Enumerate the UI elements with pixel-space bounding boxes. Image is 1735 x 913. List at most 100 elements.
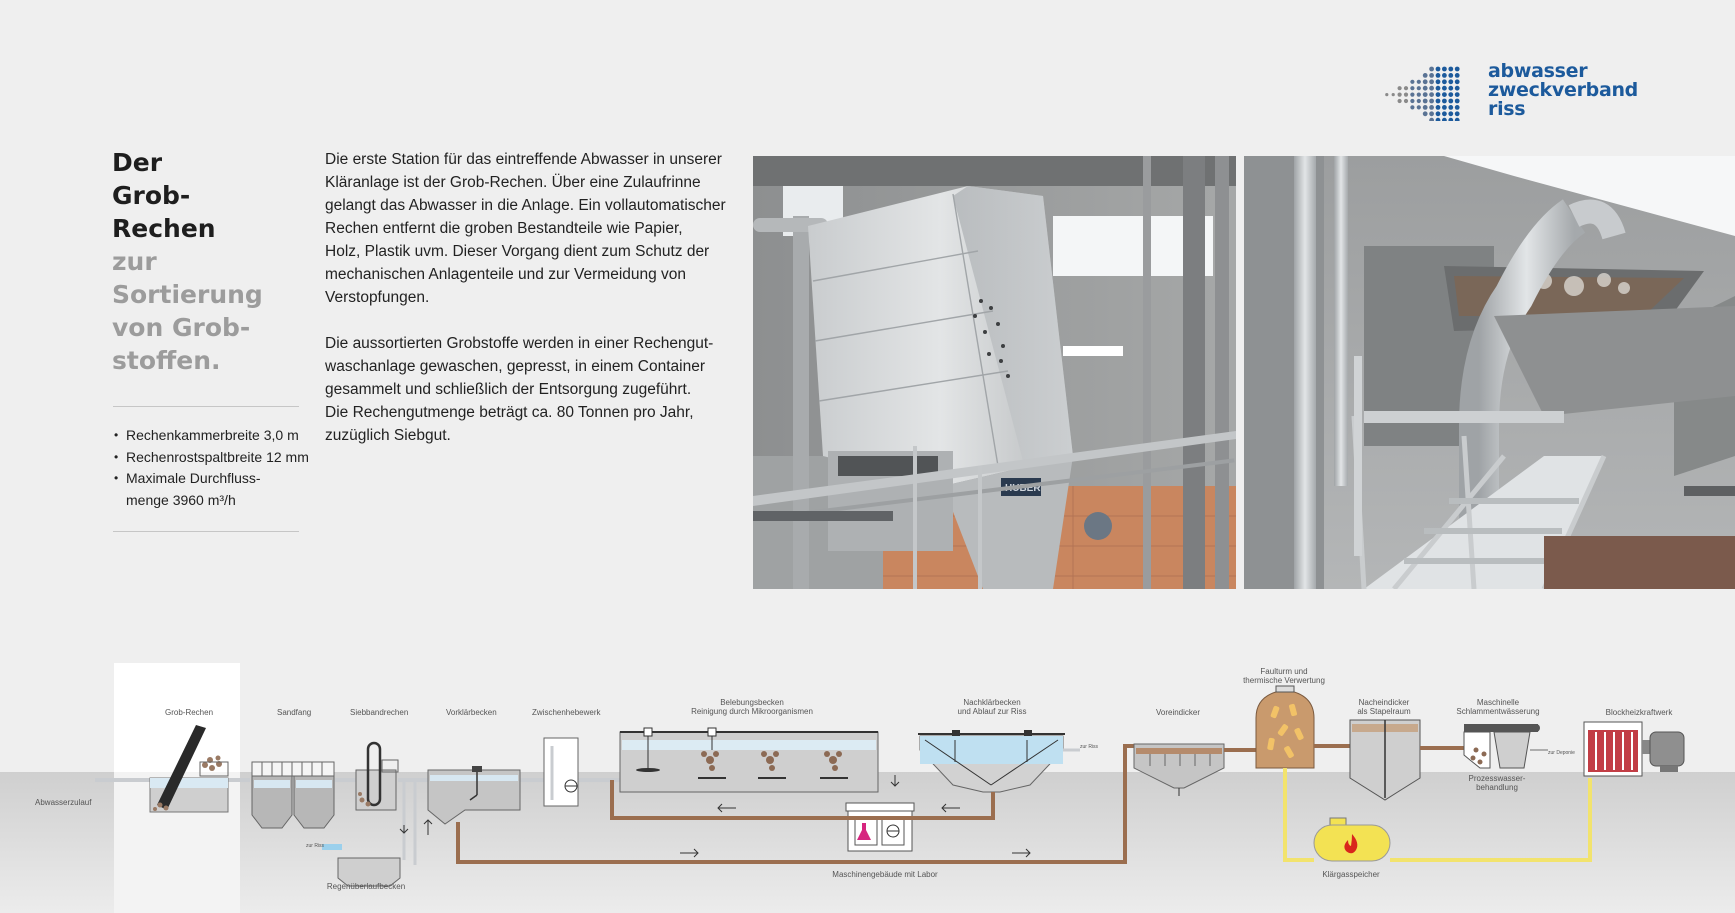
logo-dot <box>1416 79 1421 84</box>
logo-line-2: zweckverband <box>1488 79 1638 101</box>
logo-dot <box>1442 105 1447 110</box>
label-siebbandrechen: Siebbandrechen <box>350 708 408 717</box>
grob-rechen-station <box>149 725 229 813</box>
logo-dot <box>1454 98 1460 104</box>
logo-dot <box>1454 111 1460 117</box>
flame-icon <box>1344 834 1358 854</box>
logo-dot <box>1429 85 1434 91</box>
label-belebung-2: Reinigung durch Mikroorganismen <box>691 707 813 716</box>
blockheizkraftwerk-station <box>1583 721 1685 777</box>
spec-text: menge 3960 m³/h <box>126 491 236 508</box>
logo-dot <box>1442 66 1447 72</box>
zwischenhebewerk-station <box>543 737 579 807</box>
label-grob-rechen: Grob-Rechen <box>165 708 213 717</box>
text-line: gesammelt und schließlich der Entsorgung… <box>325 381 692 398</box>
text-line: Holz, Plastik uvm. Dieser Vorgang dient … <box>325 243 710 260</box>
logo-dot <box>1416 86 1421 91</box>
logo-dot <box>1422 111 1428 117</box>
page-title: Der Grob- Rechen zur Sortierung von Grob… <box>112 146 312 377</box>
text-line: mechanischen Anlagenteile und zur Vermei… <box>325 266 687 283</box>
gas-pipes <box>1283 768 1592 862</box>
text-line: gelangt das Abwasser in die Anlage. Ein … <box>325 197 726 214</box>
title-line: Der <box>112 148 163 177</box>
faulturm-station <box>1255 685 1350 769</box>
label-inflow: Abwasserzulauf <box>35 798 92 807</box>
logo-dot <box>1429 117 1434 121</box>
text-line: Die aussortierten Grobstoffe werden in e… <box>325 335 714 352</box>
label-sandfang: Sandfang <box>277 708 311 717</box>
label-klaergas: Klärgasspeicher <box>1322 870 1380 879</box>
logo-dot <box>1397 92 1402 97</box>
label-voreindicker: Voreindicker <box>1156 708 1200 717</box>
logo-dot <box>1429 79 1434 85</box>
title-line: Rechen <box>112 214 216 243</box>
logo-dot <box>1435 79 1441 85</box>
logo-dot <box>1435 105 1441 110</box>
label-faulturm-1: Faulturm und <box>1260 667 1307 676</box>
label-zwischenhebewerk: Zwischenhebewerk <box>532 708 601 717</box>
logo-dot <box>1429 92 1434 97</box>
spec-item: Rechenkammerbreite 3,0 m <box>114 425 314 447</box>
label-schlamm-2: Schlammentwässerung <box>1456 707 1539 716</box>
logo-dot <box>1442 79 1447 85</box>
label-maschinen: Maschinengebäude mit Labor <box>832 870 938 879</box>
logo-dots-icon <box>1385 66 1460 121</box>
label-prozess-2: behandlung <box>1476 783 1518 792</box>
logo-dot <box>1422 79 1428 85</box>
logo-dot <box>1429 111 1434 117</box>
logo-dot <box>1442 85 1447 91</box>
belebung-station <box>619 727 879 793</box>
label-zur-riss-1: zur Riss <box>1080 744 1099 750</box>
logo-dot <box>1410 105 1415 110</box>
text-line: Die erste Station für das eintreffende A… <box>325 151 722 168</box>
logo-dot <box>1454 105 1460 110</box>
logo-dot <box>1442 92 1447 97</box>
logo-dot <box>1416 92 1421 97</box>
logo-line-3: riss <box>1488 98 1526 120</box>
logo-dot <box>1403 98 1409 104</box>
subtitle-line: stoffen. <box>112 346 221 375</box>
label-nacheindicker-1: Nacheindicker <box>1359 698 1410 707</box>
vorklaer-station <box>427 766 521 825</box>
logo-dot <box>1429 73 1434 78</box>
logo-dot <box>1403 86 1409 91</box>
label-schlamm-1: Maschinelle <box>1477 698 1520 707</box>
text-line: waschanlage gewaschen, gepresst, in eine… <box>325 358 705 375</box>
logo-dot <box>1448 79 1454 85</box>
description-text: Die erste Station für das eintreffende A… <box>325 148 726 470</box>
text-line: zuzüglich Siebgut. <box>325 427 451 444</box>
lab-flask-icon <box>857 823 871 840</box>
logo-dot <box>1422 105 1428 110</box>
spec-text: Rechenrostspaltbreite 12 mm <box>126 448 309 465</box>
logo-dot <box>1429 66 1434 72</box>
logo-dot <box>1435 85 1441 91</box>
klaergasspeicher-station <box>1313 817 1391 862</box>
subtitle-line: zur <box>112 247 157 276</box>
paragraph-2: Die aussortierten Grobstoffe werden in e… <box>325 332 715 447</box>
logo-dot <box>1442 98 1447 104</box>
logo-dot <box>1454 92 1460 97</box>
logo-dot <box>1454 117 1460 121</box>
logo-dot <box>1435 111 1441 117</box>
logo-dot <box>1410 86 1415 91</box>
process-diagram: Abwasserzulauf Grob-Rechen Sandfang Sieb… <box>0 663 1735 913</box>
logo-dot <box>1442 111 1447 117</box>
label-nachklaer-1: Nachklärbecken <box>963 698 1020 707</box>
schlammentwaesserung-station <box>1463 724 1548 769</box>
logo-dot <box>1448 105 1454 110</box>
logo-dot <box>1435 92 1441 97</box>
sandfang-station <box>251 761 335 829</box>
label-regen: Regenüberlaufbecken <box>327 882 405 891</box>
logo-dot <box>1448 98 1454 104</box>
logo-dot <box>1416 105 1421 110</box>
logo-dot <box>1442 73 1447 78</box>
logo-dot <box>1410 79 1415 84</box>
label-nachklaer-2: und Ablauf zur Riss <box>958 707 1027 716</box>
logo-dot <box>1448 111 1454 117</box>
logo-dot <box>1422 73 1428 78</box>
logo-wordmark: abwasser zweckverband riss <box>1488 62 1638 119</box>
divider-bottom <box>113 531 299 532</box>
spec-item: Maximale Durchfluss- menge 3960 m³/h <box>114 468 314 511</box>
divider-top <box>113 406 299 407</box>
text-line: Kläranlage ist der Grob-Rechen. Über ein… <box>325 174 701 191</box>
